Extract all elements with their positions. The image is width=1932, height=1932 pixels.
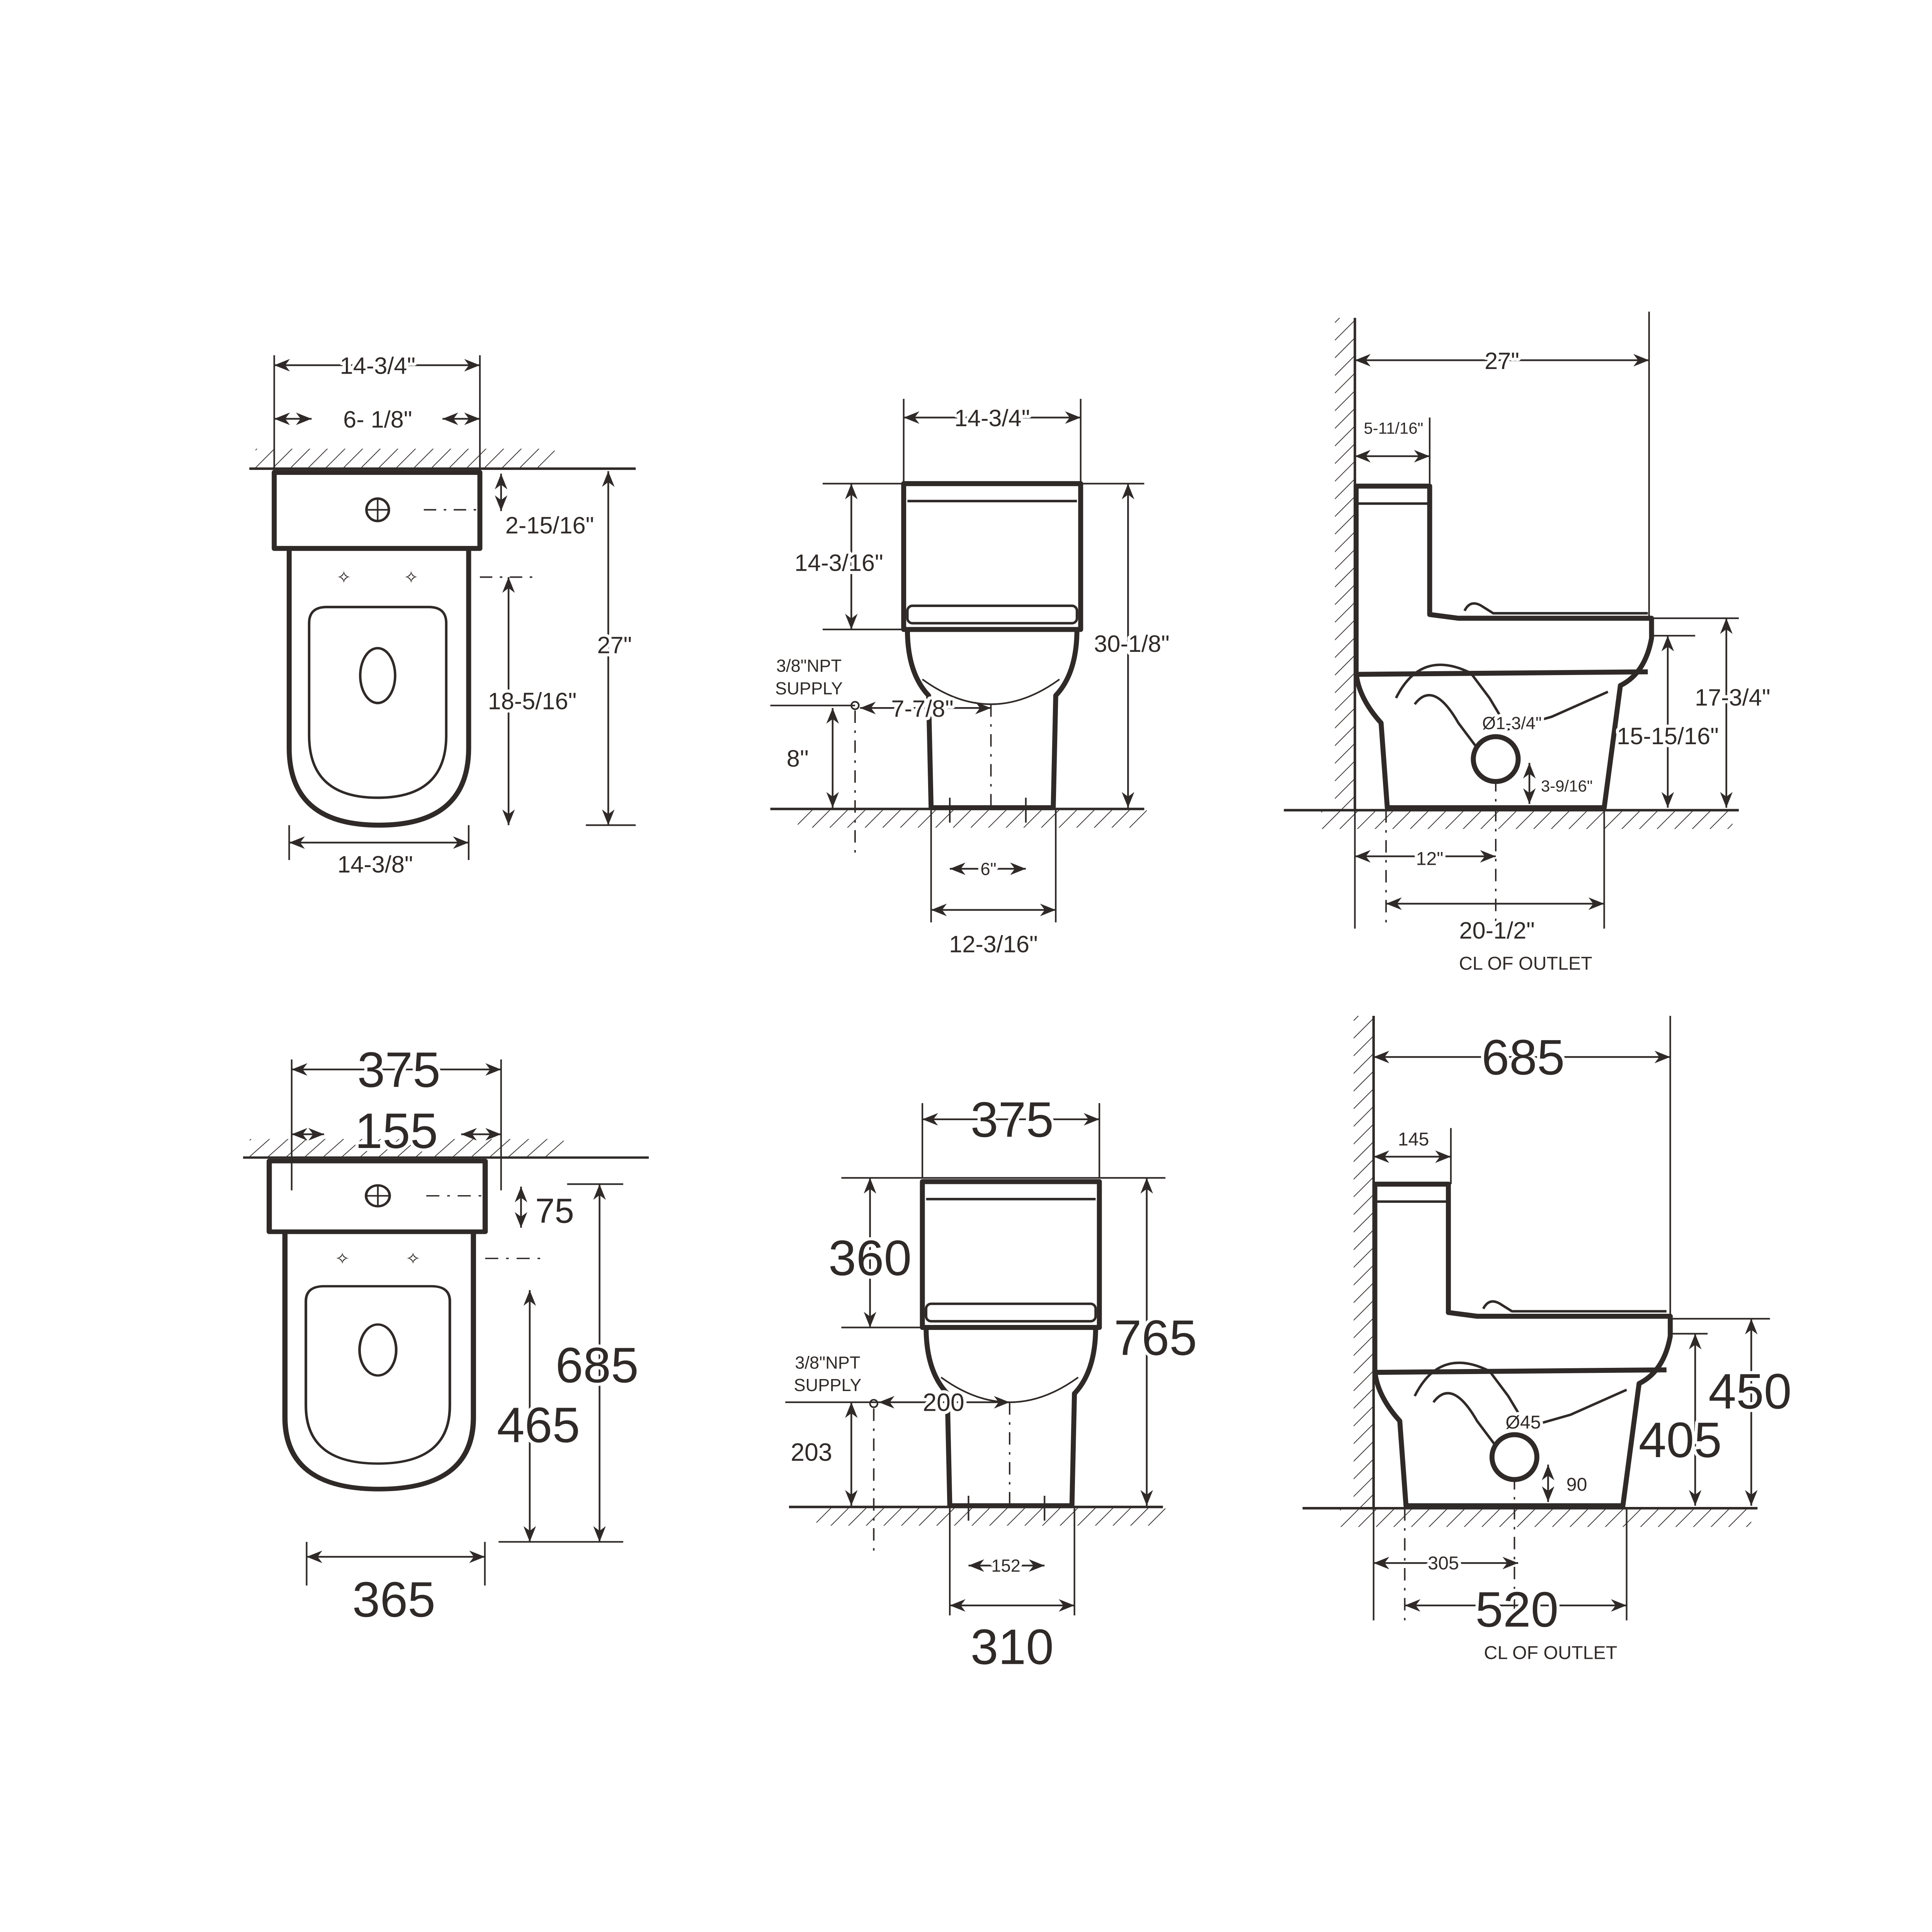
plan-view-imperial <box>249 449 636 825</box>
dimension-label-metric-front-bolt-spacing: 152 <box>992 1556 1020 1576</box>
dimension-label-imperial-plan-overall-width: 14-3/4" <box>340 353 416 379</box>
dimension-label-metric-plan-supply-offset: 155 <box>355 1103 438 1159</box>
dimension-label-metric-front-tank-height: 360 <box>828 1230 912 1286</box>
dimension-label-imperial-plan-supply-offset: 6- 1/8" <box>343 406 412 432</box>
dimension-label-imperial-plan-overall-length: 27" <box>597 632 632 658</box>
dimension-label-imperial-side-rim-height: 15-15/16" <box>1617 723 1719 749</box>
dimension-label-imperial-front-bolt-spacing: 6" <box>980 859 996 879</box>
dimension-label-metric-plan-overall-length: 685 <box>556 1337 639 1393</box>
dimension-lines <box>273 311 1770 1621</box>
dimension-label-imperial-side-trapway: Ø1-3/4" <box>1482 713 1542 733</box>
dimension-label-imperial-side-outlet-caption: CL OF OUTLET <box>1459 953 1592 974</box>
dimension-label-metric-front-supply-offset: 200 <box>923 1389 964 1417</box>
dimension-label-imperial-side-rough-in: 12" <box>1416 849 1444 869</box>
dimension-label-imperial-side-overall-depth: 27" <box>1485 348 1519 374</box>
plan-view-metric <box>243 1139 649 1489</box>
dimension-label-imperial-front-overall-height: 30-1/8" <box>1094 631 1170 657</box>
side-view-imperial <box>1284 318 1739 923</box>
dimension-label-metric-front-supply-label-1: 3/8"NPT <box>795 1353 860 1372</box>
dimension-label-metric-side-base-length: 520 <box>1475 1582 1558 1638</box>
dimension-label-metric-front-supply-label-2: SUPPLY <box>794 1375 862 1395</box>
dimension-label-imperial-plan-tank-depth: 2-15/16" <box>505 512 594 539</box>
dimension-label-metric-side-rim-height: 405 <box>1639 1412 1722 1468</box>
dimension-label-imperial-side-seat-height-with-seat: 17-3/4" <box>1695 684 1770 711</box>
dimension-label-imperial-side-outlet-height: 3-9/16" <box>1541 777 1593 795</box>
dimension-label-imperial-front-supply-label-2: SUPPLY <box>775 679 843 698</box>
dimension-label-metric-plan-bowl-width: 365 <box>352 1572 435 1628</box>
dimension-label-metric-plan-tank-depth: 75 <box>535 1192 574 1231</box>
dimension-label-metric-front-supply-height: 203 <box>791 1439 832 1466</box>
dimension-label-metric-side-seat-height-with-seat: 450 <box>1708 1364 1791 1419</box>
dimension-label-metric-front-overall-height: 765 <box>1114 1310 1197 1366</box>
dimension-label-imperial-front-tank-height: 14-3/16" <box>794 549 883 576</box>
dimension-label-imperial-front-width: 14-3/4" <box>954 405 1030 431</box>
dimension-labels: 14-3/4" 6- 1/8" 2-15/16" 27" 18-5/16" 14-3/8"… <box>334 345 1795 1678</box>
dimension-label-imperial-front-base-width: 12-3/16" <box>949 931 1038 957</box>
dimension-label-imperial-front-supply-label-1: 3/8"NPT <box>776 656 842 676</box>
dimension-label-imperial-side-tank-depth: 5-11/16" <box>1364 419 1423 437</box>
dimension-label-imperial-plan-bowl-length: 18-5/16" <box>488 688 577 714</box>
dimension-label-metric-side-tank-depth: 145 <box>1398 1129 1429 1150</box>
dimension-label-imperial-front-supply-offset: 7-7/8" <box>891 696 953 722</box>
dimension-label-metric-side-outlet-caption: CL OF OUTLET <box>1484 1643 1617 1663</box>
dimension-label-metric-front-base-width: 310 <box>971 1619 1054 1675</box>
dimension-label-metric-plan-overall-width: 375 <box>357 1042 440 1098</box>
dimension-label-metric-side-outlet-height: 90 <box>1566 1474 1587 1495</box>
dimension-label-metric-side-overall-depth: 685 <box>1481 1030 1565 1085</box>
dimension-label-metric-plan-bowl-length: 465 <box>497 1397 580 1453</box>
dimension-label-metric-side-rough-in: 305 <box>1428 1553 1459 1573</box>
dimension-label-metric-side-trapway: Ø45 <box>1505 1412 1541 1433</box>
dimension-label-metric-front-width: 375 <box>971 1092 1054 1148</box>
dimension-label-imperial-side-base-length: 20-1/2" <box>1459 917 1535 944</box>
dimension-label-imperial-plan-bowl-width: 14-3/8" <box>337 851 413 878</box>
dimension-label-imperial-front-supply-height: 8'' <box>787 745 809 772</box>
